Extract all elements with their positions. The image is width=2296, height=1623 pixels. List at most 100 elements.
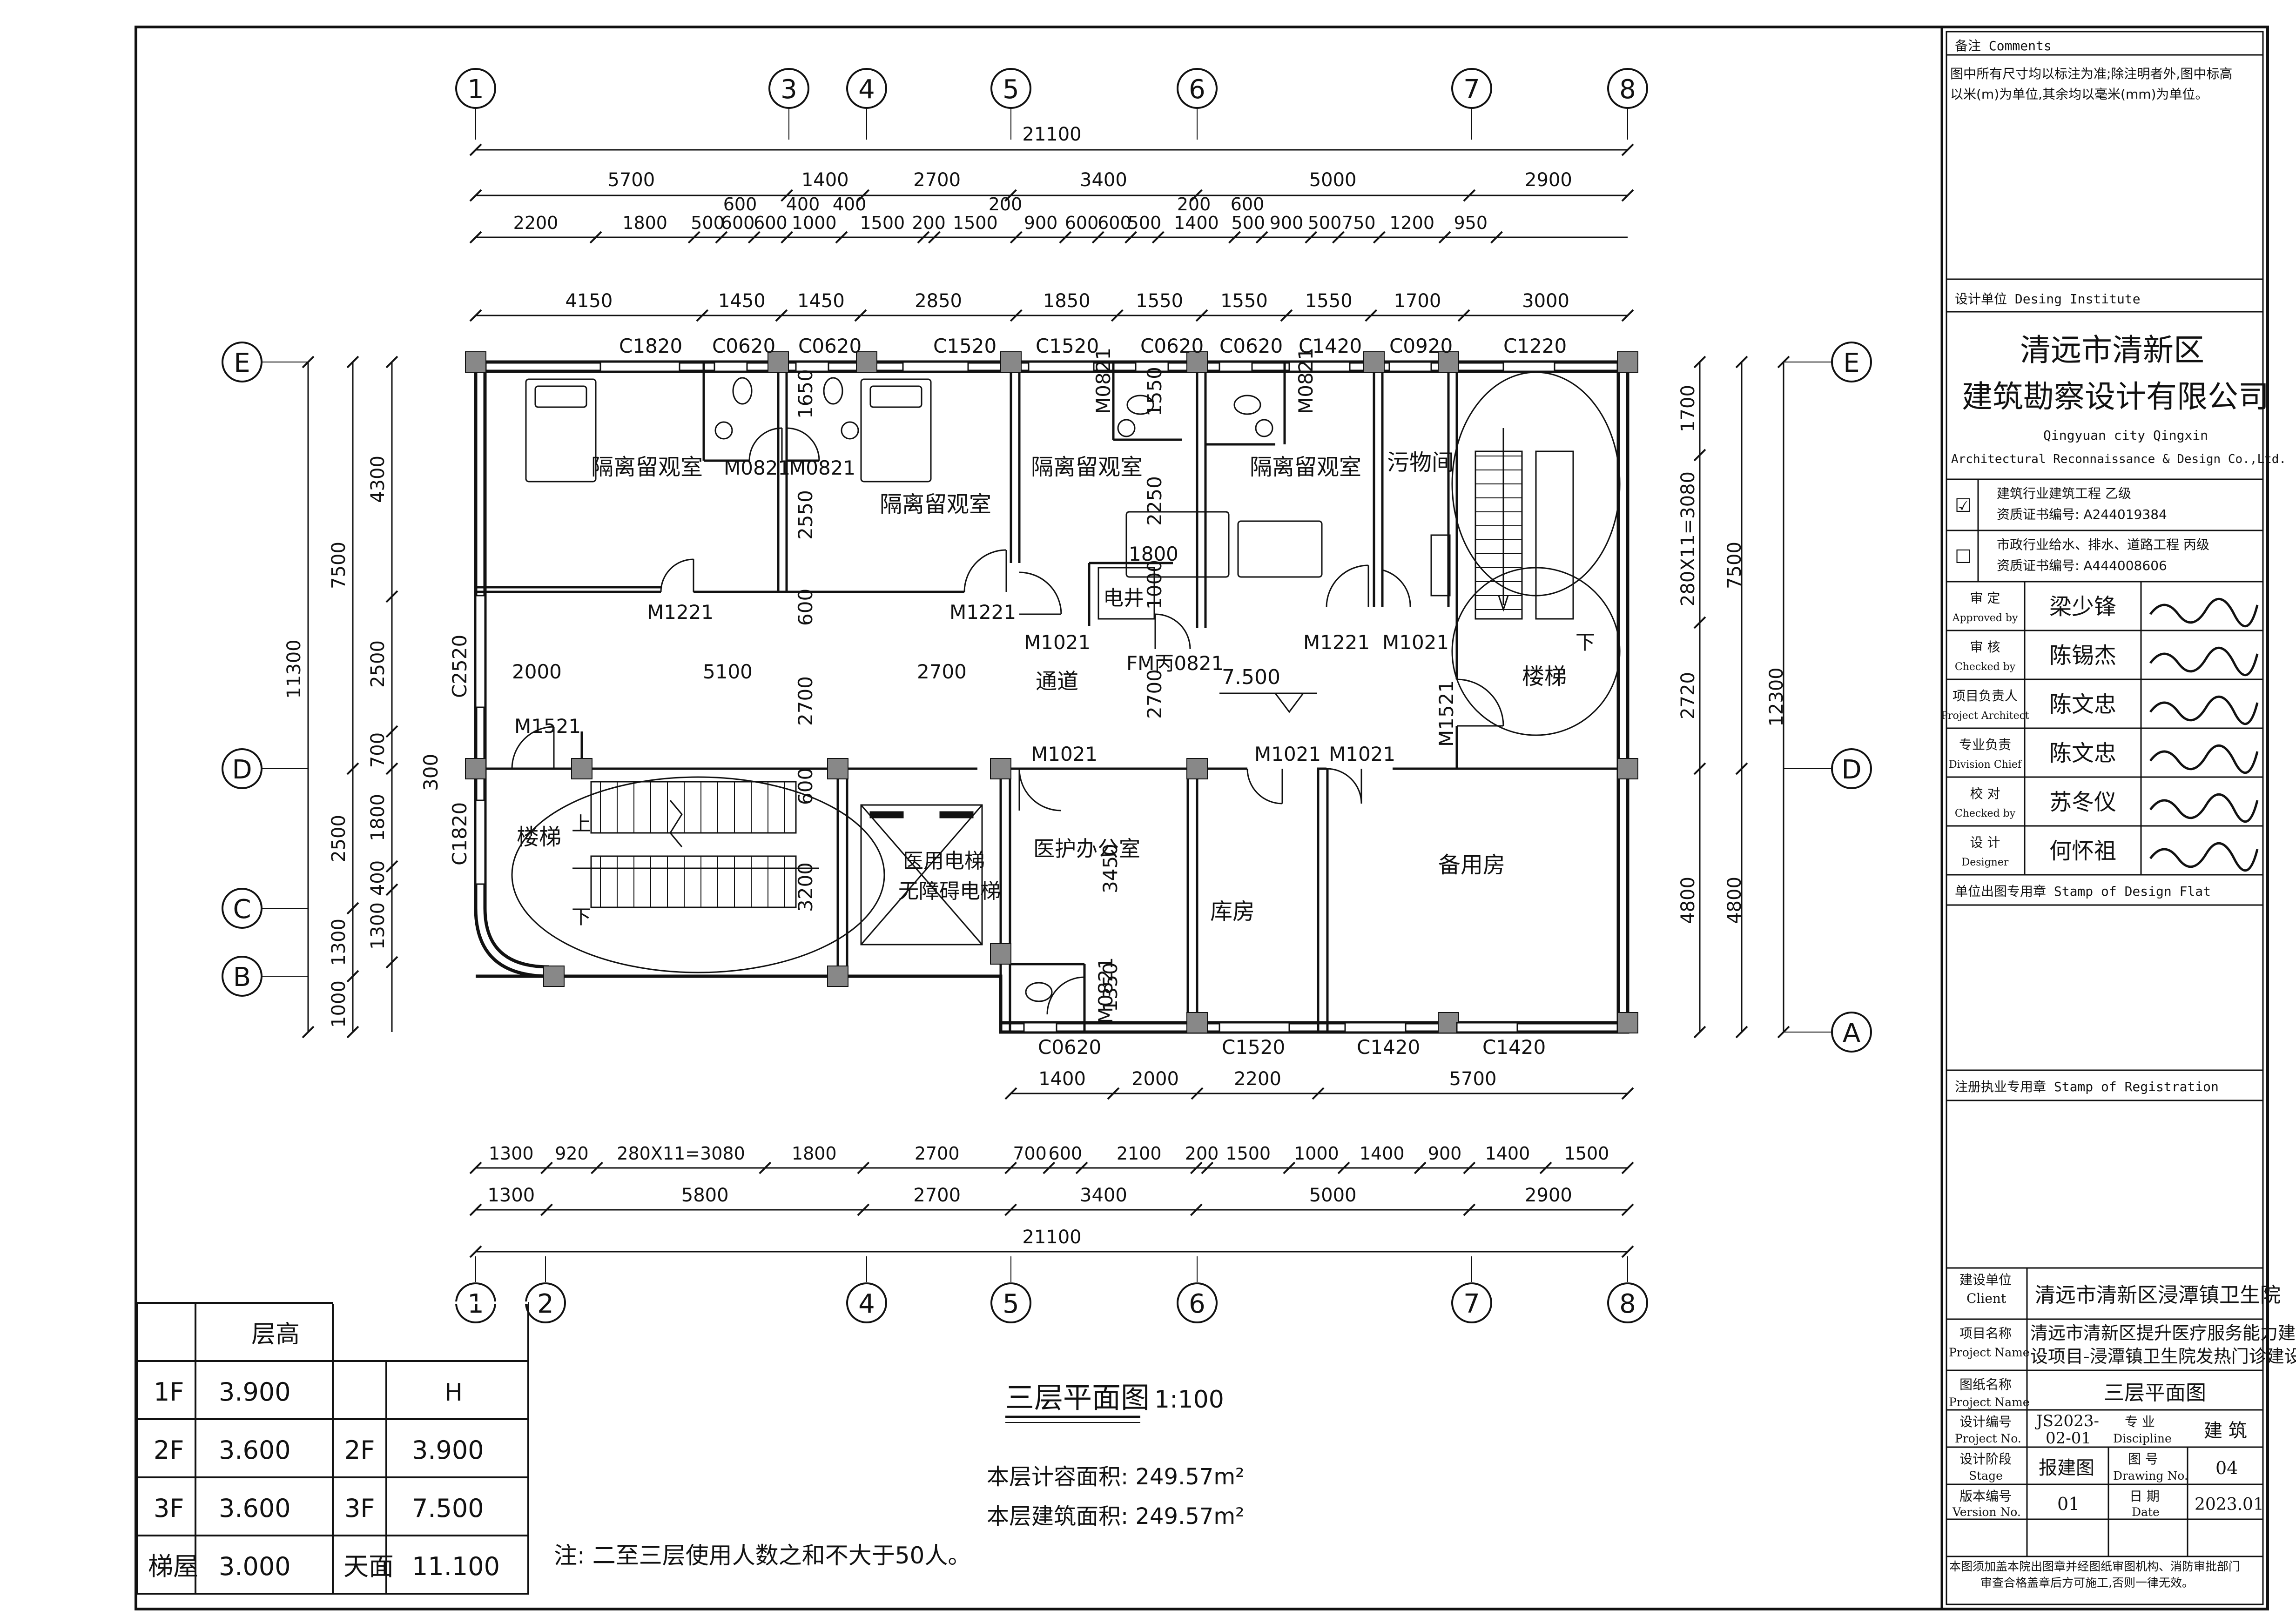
cert2-line-b: 资质证书编号: A444008606 [1997,558,2167,573]
company-name-cn-1: 清远市清新区 [2020,332,2204,368]
dim-tick [1151,231,1165,244]
axis-bubble-top-5 [990,68,1031,109]
door-label: M1021 [1031,743,1098,765]
axis-bubble-top-3-label: 3 [781,74,797,105]
dimension-lines [307,149,1784,1253]
dim-tick [1191,1087,1204,1100]
drawing-title-area: 三层平面图 1:100 本层计容面积: 249.57m² 本层建筑面积: 249… [554,1381,1244,1569]
axis-bubble-top-6 [1177,68,1218,109]
dim-tick [1621,309,1634,322]
dim-tick [589,231,602,244]
date-label-cn: 日 期 [2129,1489,2160,1504]
stage-label-cn: 设计阶段 [1959,1451,2012,1467]
dim-tick [928,231,941,244]
axis-bubble-top-7-label: 7 [1463,74,1480,105]
dim-top-row3: 500 [1128,213,1162,233]
dim-left-inner: 1800 [367,794,389,841]
comments-label: 备注 Comments [1955,38,2052,54]
institute-label: 设计单位 Desing Institute [1955,291,2141,307]
dim-tick [1059,231,1072,244]
axis-bubble-bottom-7-label: 7 [1463,1289,1480,1319]
dim-tick [469,189,482,202]
dim-top-row3: 900 [1270,213,1304,233]
axis-bubble-top-6-label: 6 [1189,74,1205,105]
dim-tick [1190,189,1203,202]
axis-bubble-top-8-label: 8 [1619,74,1636,105]
interior-dim: 1550 [1143,367,1166,416]
dim-top-row3: 1000 [792,213,837,233]
dim-top-row3: 1400 [1174,213,1219,233]
room-label-isolation-2: 隔离留观室 [880,491,991,517]
level-marker [669,428,1509,847]
structural-columns [465,351,1638,1033]
dim-top-row4: 1550 [1220,290,1268,312]
dim-bottom-row1: 2700 [915,1143,960,1164]
axis-bubble-top-5-label: 5 [1003,74,1019,105]
furniture-fixtures [525,377,1451,1002]
axis-bubble-bottom-4-label: 4 [858,1289,875,1319]
door-label: M0821 [1092,348,1115,414]
dim-top-row3-small: 200 [1177,194,1211,215]
dim-top-row3: 500 [1232,213,1266,233]
dim-right-inner: 1700 [1677,385,1699,432]
dim-top-row4: 1450 [718,290,766,312]
door-label: M0821 [1294,348,1317,414]
stair-down-mark: 下 [1576,631,1595,654]
cert1-line-b: 资质证书编号: A244019384 [1997,507,2167,522]
dim-top-row2: 2700 [913,169,961,191]
column [827,966,848,987]
interior-dim: 2700 [794,676,817,726]
window-label: C1420 [1299,335,1362,357]
dim-tick [346,1026,359,1039]
door-labels: M0821 M0821 M1221 M1221 M0821 M0821 M102… [514,348,1458,1024]
dim-top-row3: 1500 [953,213,998,233]
role-title-cn: 专业负责 [1959,737,2011,752]
door-label: FM丙0821 [1126,652,1224,675]
axis-bubble-right-D [1831,748,1872,789]
column [1438,1012,1459,1033]
stair-down-mark: 下 [572,905,591,928]
dim-tick [1195,309,1208,322]
dim-tick [385,883,398,896]
dim-tick [1004,1203,1017,1216]
window-label: C1220 [1503,335,1567,357]
dim-left-inner: 1300 [367,902,389,950]
room-label-corridor: 通道 [1036,669,1078,694]
dim-top-row3: 600 [721,213,755,233]
dim-tick [1735,1026,1748,1039]
dim-left-inner: 400 [367,860,389,896]
dim-tick [1190,1203,1203,1216]
project-name-2: 设项目-浸潭镇卫生院发热门诊建设 [2030,1346,2296,1367]
role-person-name: 苏冬仪 [2049,789,2116,815]
dim-top-row3: 1200 [1389,213,1434,233]
stage-value: 报建图 [2039,1457,2094,1479]
role-title-en: Designer [1962,857,2009,868]
door-label: M1521 [514,715,581,738]
dim-bottom-row1: 1400 [1360,1143,1405,1164]
dim-bottom-row2: 5000 [1309,1185,1357,1206]
dim-tick [346,355,359,369]
dim-left-inner: 2500 [367,640,389,688]
walls-interior [476,362,1628,1032]
dim-tick [835,231,848,244]
dim-tick [1280,309,1293,322]
dim-tick [1621,1245,1634,1258]
cert2-line-a: 市政行业给水、排水、道路工程 丙级 [1997,537,2209,552]
window-label: C0620 [1219,335,1283,357]
version-value: 01 [2057,1494,2080,1514]
column [990,943,1011,965]
interior-dim: 1000 [1143,560,1166,610]
version-label-en: Version No. [1952,1505,2021,1519]
role-person-name: 陈文忠 [2049,691,2116,718]
window-label: C1420 [1482,1036,1546,1059]
dim-tick [1463,1203,1476,1216]
interior-dim: 600 [794,768,817,805]
stair-up-mark: 上 [572,812,591,835]
height-table-header: 层高 [251,1321,300,1348]
room-label-isolation-3: 隔离留观室 [1031,454,1143,480]
dim-tick [1621,1087,1634,1100]
interior-dim: 2000 [512,660,562,683]
dim-tick [385,355,398,369]
dim-bottom-row-a: 1400 [1038,1068,1086,1090]
